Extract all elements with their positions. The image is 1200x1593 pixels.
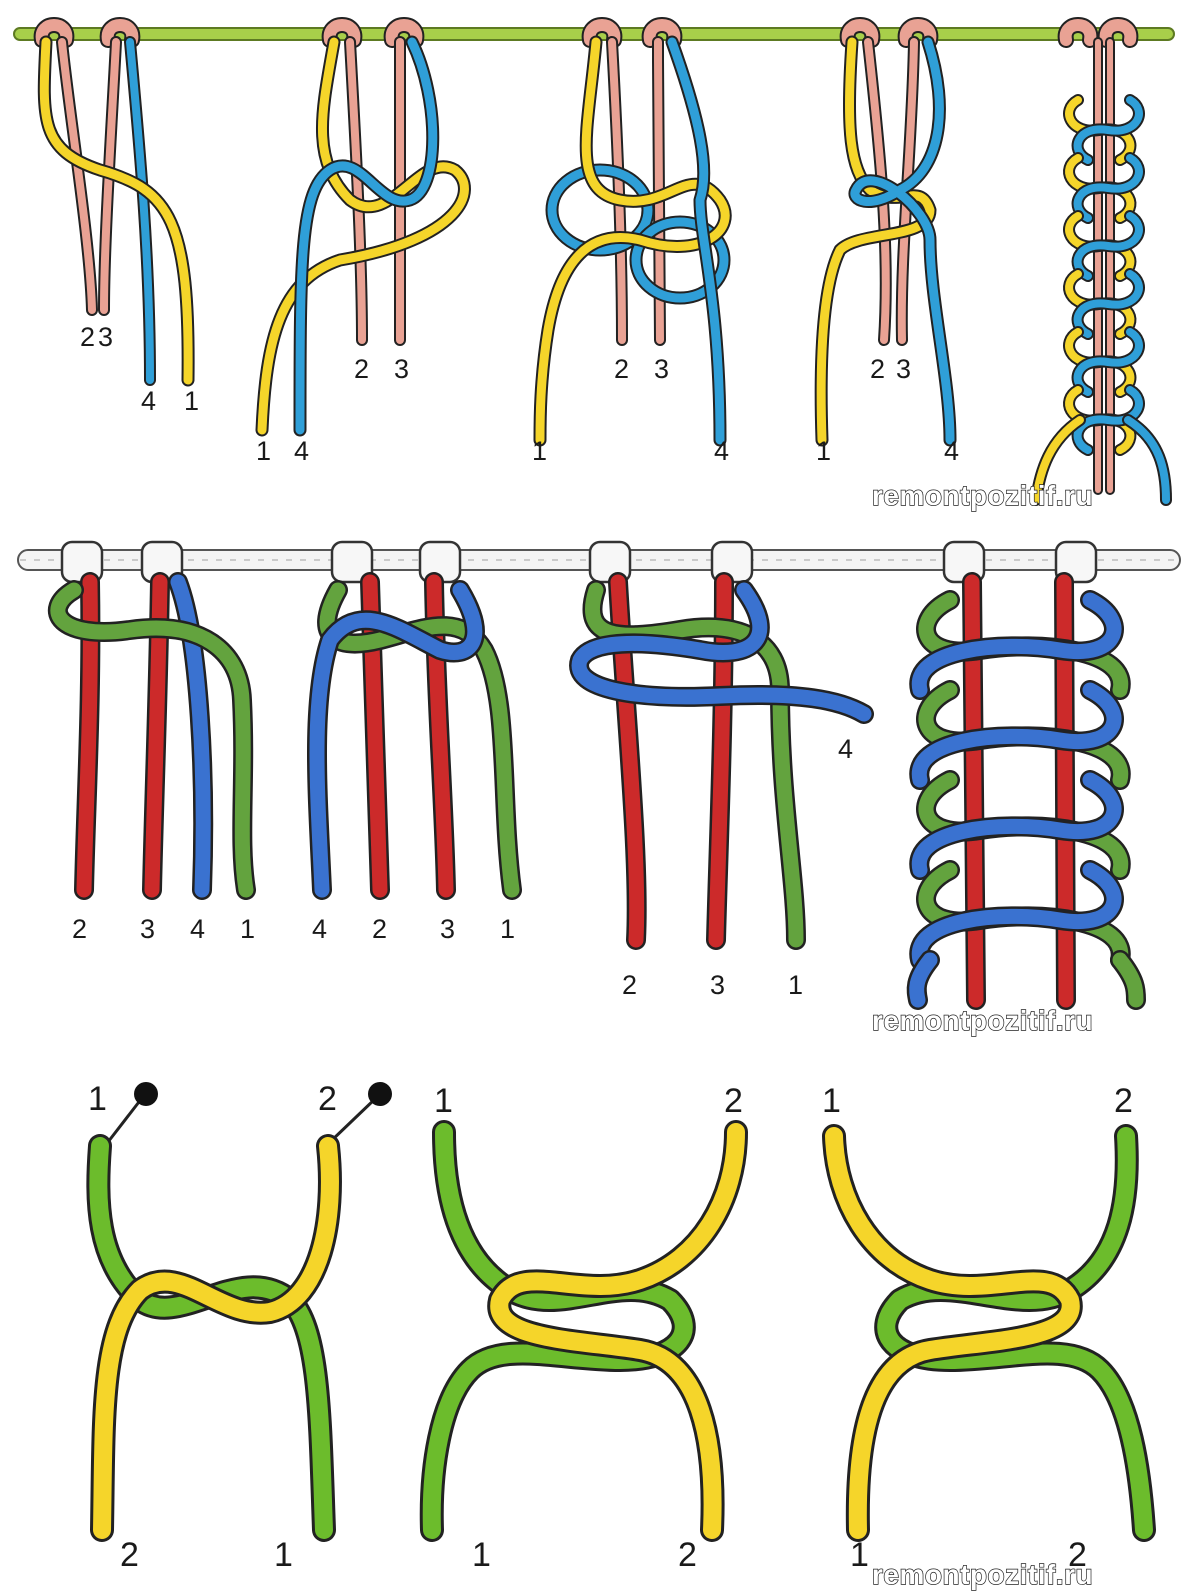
cord-label: 4 <box>141 386 156 416</box>
cord-label: 4 <box>312 914 327 944</box>
cord-label: 3 <box>896 354 911 384</box>
cord-label: 3 <box>710 970 725 1000</box>
watermark: remontpozitif.ru <box>872 1005 1093 1036</box>
cord-label: 1 <box>240 914 255 944</box>
row3-carrick-bend-steps: 1 2 2 1 1 2 1 2 1 2 1 2 remontpoziti <box>86 1080 1156 1591</box>
row3-step-3: 1 2 1 2 <box>822 1082 1156 1574</box>
row1-step-1: 2 3 4 1 <box>33 17 199 416</box>
row3-step-2: 1 2 1 2 <box>419 1082 748 1574</box>
row1-finished-braid <box>1030 17 1172 506</box>
cord-label: 4 <box>944 436 959 466</box>
cord-label: 1 <box>532 436 547 466</box>
row2-square-knot-steps: 2 3 4 1 4 2 3 1 <box>17 540 1181 1037</box>
cord-label: 2 <box>318 1080 337 1118</box>
cord-label: 1 <box>500 914 515 944</box>
cord-label: 2 <box>80 322 95 352</box>
cord-label: 4 <box>294 436 309 466</box>
row3-step-1: 1 2 2 1 <box>86 1080 392 1574</box>
row2-mount-knots <box>60 540 1098 584</box>
cord-label: 4 <box>190 914 205 944</box>
cord-label: 1 <box>472 1536 491 1574</box>
cord-label: 1 <box>256 436 271 466</box>
cord-label: 3 <box>654 354 669 384</box>
cord-label: 2 <box>678 1536 697 1574</box>
row1-square-knot-steps: 2 3 4 1 2 3 1 4 <box>13 17 1175 512</box>
row2-step-1: 2 3 4 1 <box>47 572 256 944</box>
watermark: remontpozitif.ru <box>872 1559 1093 1590</box>
cord-label: 2 <box>614 354 629 384</box>
row2-finished-braid <box>906 572 1146 1010</box>
pin-icon <box>106 1082 158 1143</box>
cord-label: 2 <box>372 914 387 944</box>
cord-label: 3 <box>98 322 113 352</box>
cord-label: 2 <box>622 970 637 1000</box>
cord-label: 3 <box>140 914 155 944</box>
cord-label: 4 <box>714 436 729 466</box>
cord-label: 2 <box>724 1082 743 1120</box>
cord-label: 2 <box>120 1536 139 1574</box>
mount-knot <box>33 17 141 48</box>
cord-label: 4 <box>838 734 853 764</box>
row1-step-4: 2 3 1 4 <box>814 17 959 466</box>
cord-label: 1 <box>274 1536 293 1574</box>
row2-step-2: 4 2 3 1 <box>307 572 522 944</box>
cord-label: 3 <box>394 354 409 384</box>
cord-label: 2 <box>1114 1082 1133 1120</box>
cord-label: 2 <box>72 914 87 944</box>
cord-label: 3 <box>440 914 455 944</box>
row1-step-3: 2 3 1 4 <box>532 17 732 466</box>
cord-label: 1 <box>88 1080 107 1118</box>
row2-step-3: 4 2 3 1 <box>569 572 874 1000</box>
cord-label: 1 <box>816 436 831 466</box>
cord-label: 1 <box>184 386 199 416</box>
pin-icon <box>328 1082 392 1144</box>
watermark: remontpozitif.ru <box>872 480 1093 511</box>
cord-label: 2 <box>870 354 885 384</box>
cord-label: 1 <box>788 970 803 1000</box>
row1-step-2: 2 3 1 4 <box>255 17 471 466</box>
cord-label: 2 <box>1068 1536 1087 1574</box>
cord-label: 2 <box>354 354 369 384</box>
cord-label: 1 <box>434 1082 453 1120</box>
cord-label: 1 <box>850 1536 869 1574</box>
cord-label: 1 <box>822 1082 841 1120</box>
